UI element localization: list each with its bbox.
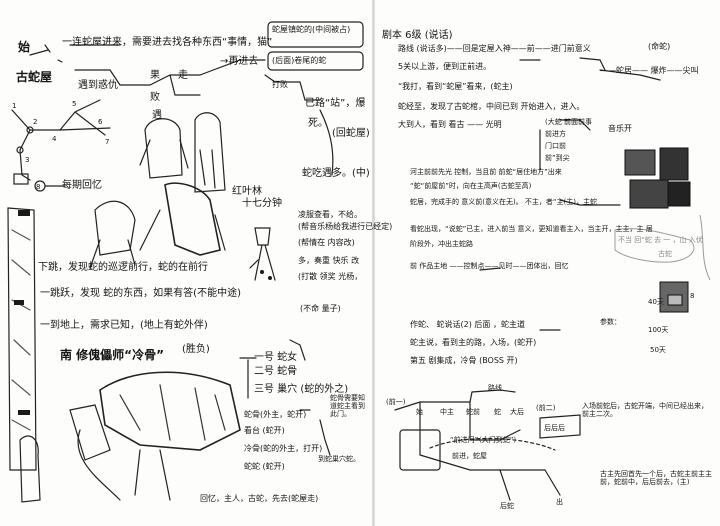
right-row-1: 路线 (说话多)——回是定屋入神——前——进门前意义 <box>398 44 591 53</box>
flow-line-2: →再进去 <box>220 56 259 67</box>
option-note-1: 蛇骨(外主，蛇开) <box>244 410 307 419</box>
option-2: 二号 蛇骨 <box>254 366 298 377</box>
diagram-node-5: 大后 <box>510 408 524 416</box>
count-label: 蛇吃遇多。(中) <box>302 168 370 179</box>
kill-result: 死。 <box>308 118 328 129</box>
boss-heading: 南 修傀儡师“冷骨” <box>60 348 164 362</box>
map-legend: 每期回忆 <box>62 180 102 191</box>
mid-row-4: 看蛇出现，“说蛇”已主，进入前当 意义，更知道看主入，当主开，主主，主 居 <box>410 225 653 233</box>
mid-note-2: (帮音乐杨给我进行已经定) <box>298 222 393 231</box>
return-label: (回蛇屋) <box>332 128 370 139</box>
side-note-right: 蛇骨需要知道蛇主看到此门。 <box>330 394 365 418</box>
map-node-2: 2 <box>33 118 38 126</box>
lower-row-1: 作蛇、 蛇说话(2) 后面 ，蛇主道 <box>410 320 525 329</box>
option-3: 三号 巢穴 (蛇的外之) <box>254 384 349 395</box>
boss-sub: (胜负) <box>182 344 210 355</box>
map-node-5: 5 <box>72 100 77 108</box>
lower-row-3: 第五 剧集成，冷骨 (BOSS 开) <box>410 356 518 365</box>
sub-list-2: 前进方 <box>545 130 566 138</box>
mid-row-5: 阶段外，冲出主蛇路 <box>410 240 473 248</box>
box-1: 蛇屋镇蛇的(中间被占) <box>272 25 351 34</box>
branch-top: 遇到惑仇 <box>78 80 118 91</box>
right-row-4: 蛇经至，发现了古蛇棺，中间已到 开始进入，进入。 <box>398 102 585 111</box>
branch-right: (命蛇) <box>648 42 671 51</box>
flow-line-1: 一连蛇屋进来，需要进去找各种东西“事情，猫” <box>62 37 273 48</box>
sub-list-1: (大蛇 前面前事 <box>545 118 592 126</box>
diagram-node-2: 中主 <box>440 408 454 416</box>
side-note-small: 到蛇巢穴蛇。 <box>318 455 360 463</box>
box-3: 打败 <box>272 80 288 89</box>
bottom-note: 回忆，主人，古蛇，先去(蛇屋走) <box>200 494 319 503</box>
diagram-box-right: 后后后 <box>544 424 565 432</box>
right-row-2: 5关以上游，便到正前进。 <box>398 62 492 71</box>
start-label: 始 <box>18 40 31 54</box>
map-node-7: 7 <box>105 138 110 146</box>
mid-note-5: (打散 领奖 光杨， <box>298 272 363 281</box>
boss-kill: 已路“站”，爆 <box>305 98 366 109</box>
mid-note-6: (不命 量子) <box>300 304 341 313</box>
lower-row-2: 蛇主说，看到主的路，入场，(蛇开) <box>410 338 537 347</box>
mid-label: 遇 <box>152 110 162 121</box>
sub-list-3: 门口前 <box>545 142 566 150</box>
mid-row-1: 河主前前先光 控制，当且前 前蛇“居住地方”出来 <box>410 168 562 176</box>
diagram-bottom: 后蛇 <box>500 502 514 510</box>
sub-list-tag: 音乐开 <box>608 124 632 133</box>
diagram-left: (前一) <box>386 398 406 406</box>
spec-label-2: 40天 <box>648 298 664 306</box>
diagram-node-3: 蛇前 <box>466 408 480 416</box>
box-2: (后面)卷尾的蛇 <box>272 56 327 65</box>
diagram-top: 路线 <box>488 384 502 392</box>
spec-label-5: 8 <box>690 292 695 300</box>
option-note-2: 看台 (蛇开) <box>244 426 285 435</box>
branch-c: 败 <box>150 92 160 103</box>
mid-row-3: 蛇居，完成手的 意义前(意义在无)。 不主，者“主(主)，主蛇 <box>410 198 597 206</box>
diagram-node-6: (前二) <box>536 404 556 412</box>
strip-line-2: 一跳跃，发现 蛇的东西，如果有答(不能中途) <box>40 288 241 299</box>
gray-note: 不当 回“蛇 去 一 ，山 入伏 <box>618 236 703 244</box>
map-node-4: 4 <box>52 135 57 143</box>
page-fold <box>372 0 375 526</box>
right-note-2: 古主先回首先一个后，古蛇主前主主前，蛇前中，后后前去，(主) <box>600 470 712 486</box>
right-row-5: 大到人，看到 看古 —— 光明 <box>398 120 502 129</box>
spec-label-1: 参数： <box>600 318 621 326</box>
spec-label-3: 100天 <box>648 326 669 334</box>
right-note-1: 入场前蛇后，古蛇开端，中间已经出来，前主二次。 <box>582 402 708 418</box>
char-caption-2: 十七分钟 <box>242 198 282 209</box>
map-node-6: 6 <box>98 118 103 126</box>
spec-label-4: 50天 <box>650 346 666 354</box>
diagram-node-1: 始 <box>416 408 423 416</box>
sub-list-4: 前”到尖 <box>545 154 570 162</box>
mid-row-2: “蛇“前屋前”时，向在主高声(古蛇至高) <box>410 182 532 190</box>
diagram-center: “前进门”（大门到蛇”） <box>450 436 521 444</box>
branch-a: 果 <box>150 70 160 81</box>
mid-note-3: (帮情在 内容改) <box>298 238 355 247</box>
char-caption-1: 红叶林 <box>232 186 262 197</box>
mid-row-6: 前 作品主地 ——控制点——见时——团体出，回忆 <box>410 262 569 270</box>
diagram-bottom-2: 出 <box>556 498 563 506</box>
right-row-3: “我打，看到“蛇屋”看来，(蛇主) <box>398 82 513 91</box>
branch-right-2: ——蛇居—— 爆炸——尖叫 <box>600 66 699 75</box>
map-node-8: 8 <box>36 183 41 191</box>
strip-line-1: 下跳，发现蛇的巡逻前行，蛇的在前行 <box>38 262 208 273</box>
option-1: 一号 蛇女 <box>254 352 298 363</box>
diagram-center-2: 前进，蛇屋 <box>452 452 487 460</box>
mid-note-1: 凌服查看，不给。 <box>298 210 362 219</box>
gray-note-2: 古蛇 <box>658 250 672 258</box>
map-node-3: 3 <box>25 156 30 164</box>
diagram-node-4: 蛇 <box>494 408 501 416</box>
branch-b: 走 <box>178 70 188 81</box>
right-header: 剧本 6级 (说话) <box>382 30 453 41</box>
strip-line-3: 一到地上，需求已知，(地上有蛇外伴) <box>40 320 208 331</box>
map-node-1: 1 <box>12 102 17 110</box>
mid-note-4: 多，奏重 快乐 改 <box>298 256 360 265</box>
level-label: 古蛇屋 <box>16 70 53 84</box>
option-note-4: 蛇蛇 (蛇开) <box>244 462 285 471</box>
option-note-3: 冷骨(蛇的外主，打开) <box>244 444 323 453</box>
